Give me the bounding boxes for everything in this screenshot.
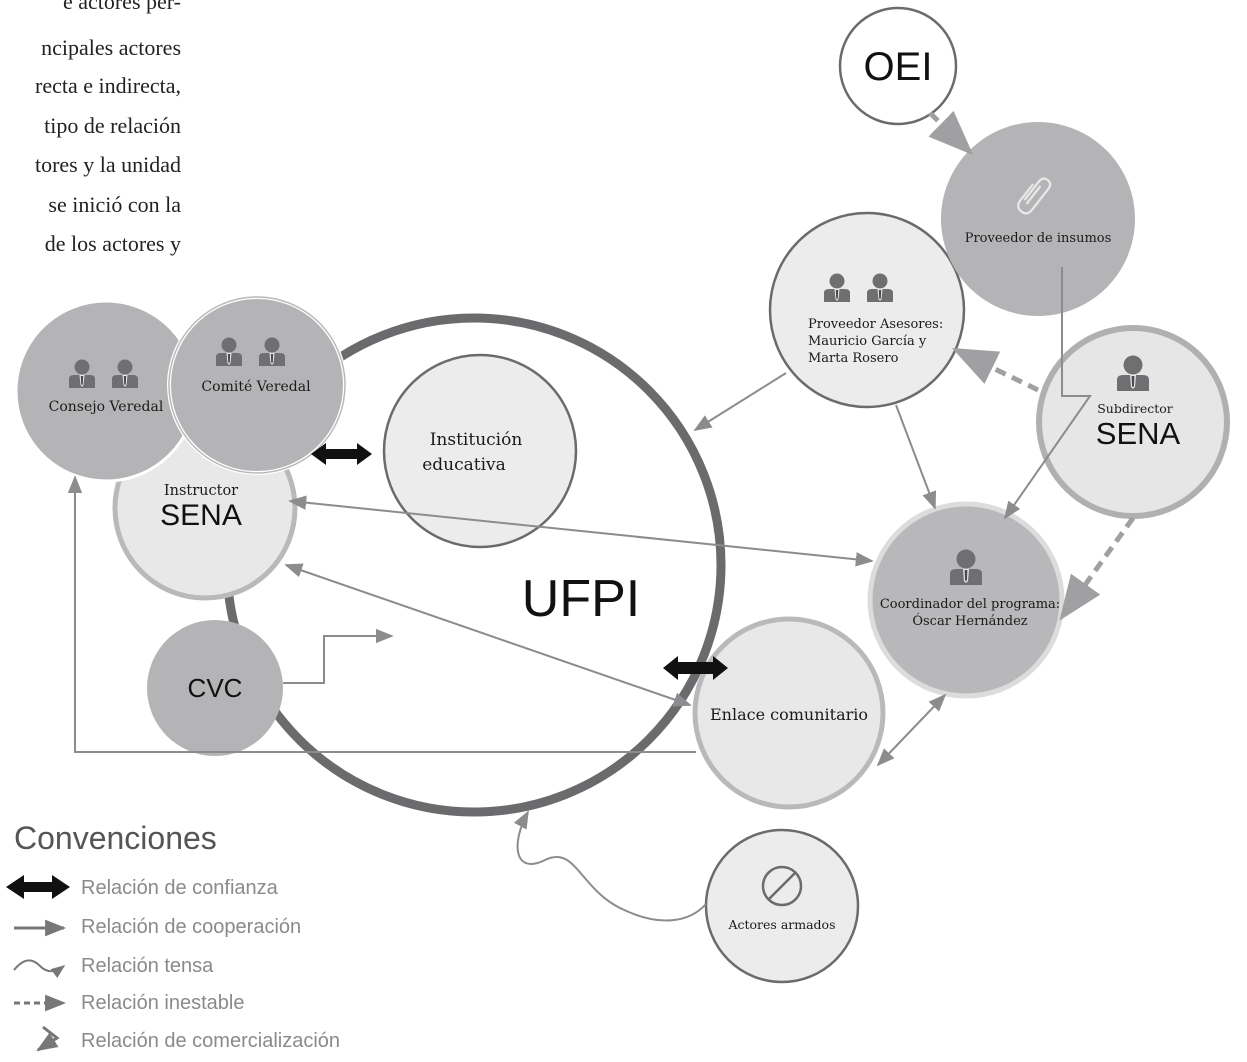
cvc-label: CVC (188, 673, 243, 703)
oei-label: OEI (864, 45, 933, 89)
enlace-comunitario-label: Enlace comunitario (710, 705, 868, 724)
actores-armados-label: Actores armados (727, 917, 835, 932)
intro-line: tipo de relación (44, 113, 181, 138)
instructor-enlace-link (284, 563, 692, 707)
intro-line: recta e indirecta, (35, 73, 181, 98)
legend-item: Relación inestable (81, 992, 244, 1014)
asesores-ufpi-link (693, 372, 787, 431)
instructor-sena-label: SENA (160, 499, 242, 532)
legend-title: Convenciones (14, 820, 217, 856)
subdirector-asesores-link (951, 347, 1040, 393)
legend-item: Relación de confianza (81, 877, 279, 899)
legend: Convenciones Relación de confianza Relac… (6, 820, 340, 1052)
intro-line: tores y la unidad (35, 152, 181, 177)
legend-item: Relación de comercialización (81, 1030, 340, 1052)
legend-item: Relación tensa (81, 955, 214, 977)
intro-line: e actores per- (63, 0, 181, 14)
coordinador-label-line: Óscar Hernández (912, 612, 1027, 629)
enlace-coordinador-link (876, 693, 947, 767)
commercial-legend-icon (36, 1025, 60, 1052)
institucion-educativa-node (382, 353, 578, 549)
subdirector-sena-node (1036, 325, 1230, 519)
oei-insumos-link (928, 110, 974, 156)
comite-veredal-label: Comité Veredal (201, 379, 311, 395)
institucion-label-line: Institución (430, 430, 523, 450)
comite-veredal-outline (168, 296, 346, 474)
proveedor-asesores-line: Marta Rosero (808, 351, 899, 366)
ufpi-label: UFPI (522, 570, 640, 628)
subdirector-sena-label: SENA (1096, 416, 1181, 451)
armados-ufpi-link (513, 810, 707, 922)
proveedor-asesores-line: Mauricio García y (808, 334, 927, 349)
proveedor-insumos-label: Proveedor de insumos (965, 231, 1112, 246)
cvc-node (147, 620, 283, 756)
legend-item: Relación de cooperación (81, 916, 301, 938)
proveedor-insumos-node (941, 122, 1135, 316)
intro-paragraph: e actores per- ncipales actores recta e … (35, 0, 181, 256)
enlace-consejo-link (67, 475, 696, 753)
proveedor-asesores-node (768, 211, 966, 409)
coordinador-label-line: Coordinador del programa: (880, 597, 1060, 612)
consejo-veredal-label: Consejo Veredal (49, 399, 164, 415)
comite-institucion-trust-arrow (311, 443, 372, 465)
tense-legend-icon (13, 959, 66, 979)
trust-legend-icon (6, 875, 70, 899)
intro-line: de los actores y (45, 231, 181, 256)
prohibited-icon (761, 865, 803, 907)
ufpi-enlace-trust-arrow (663, 656, 728, 680)
paperclip-icon (1017, 177, 1052, 215)
intro-line: se inició con la (48, 192, 181, 217)
proveedor-asesores-line: Proveedor Asesores: (808, 317, 943, 332)
asesores-coordinador-link (895, 404, 936, 510)
oei-node (838, 6, 958, 126)
cvc-ufpi-link (283, 628, 394, 684)
instructor-coordinador-link (288, 495, 874, 567)
instructor-label: Instructor (164, 483, 238, 499)
institucion-label-line: educativa (422, 455, 506, 475)
subdirector-coordinador-link (1059, 516, 1136, 621)
subdirector-label: Subdirector (1097, 401, 1173, 416)
intro-line: ncipales actores (41, 35, 181, 60)
insumos-coordinador-link (1003, 267, 1092, 520)
